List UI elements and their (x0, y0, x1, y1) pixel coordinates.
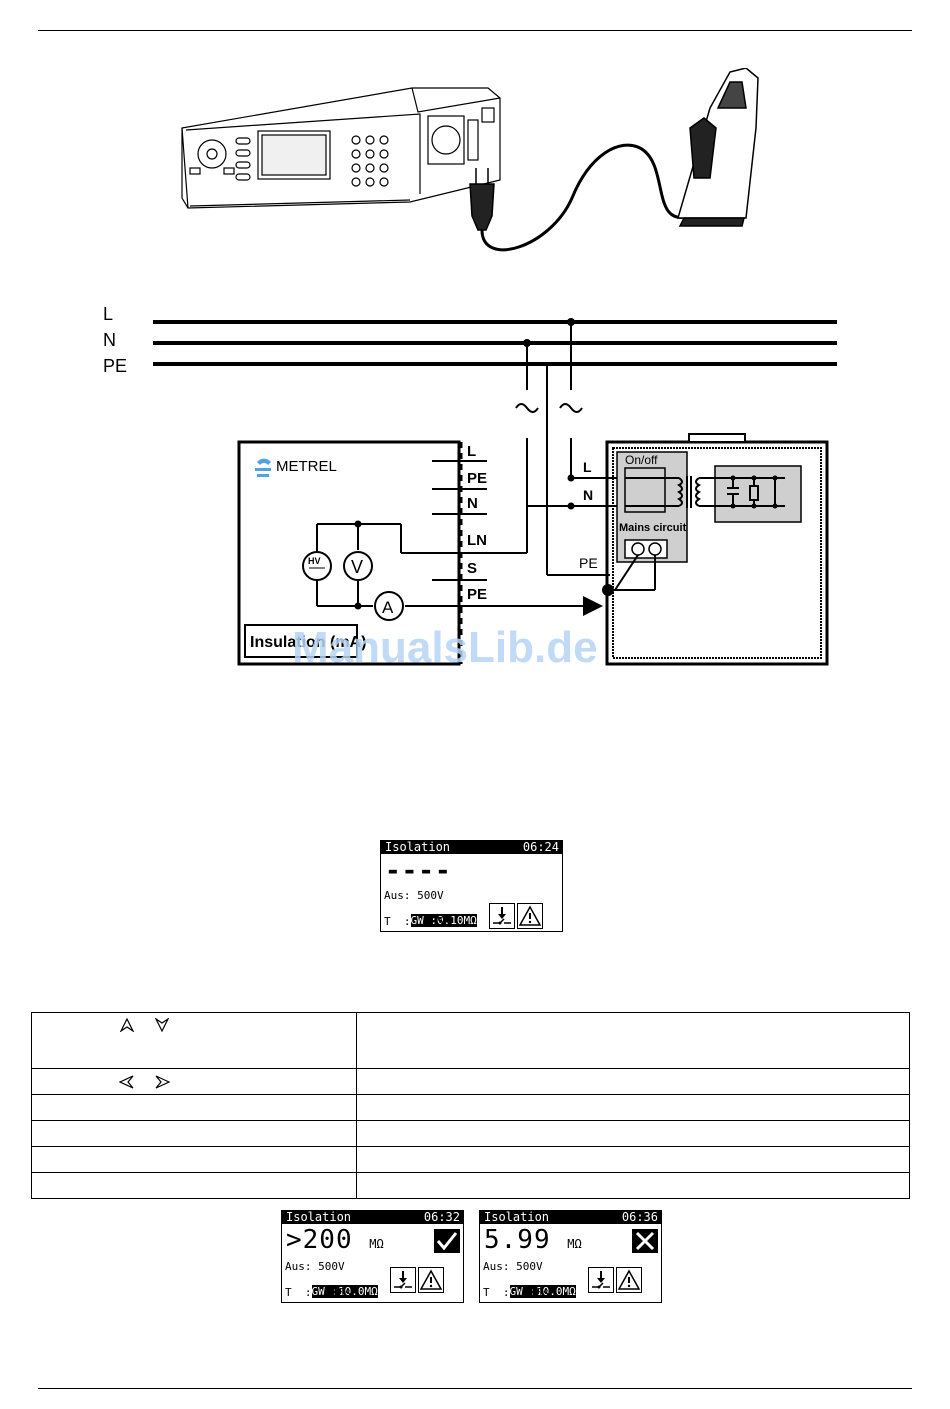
desc-cell (356, 1146, 910, 1173)
terminal-n: N (467, 495, 478, 512)
lcd-title: Isolation (385, 840, 451, 854)
iron-icon (677, 68, 759, 227)
ammeter-icon: A (374, 591, 404, 621)
line-label-pe: PE (103, 356, 127, 376)
terminal-l: L (467, 443, 476, 460)
table-row (31, 1172, 910, 1199)
table-row (31, 1120, 910, 1147)
desc-cell (356, 1094, 910, 1121)
lcd-value-row: 5.99 MΩ (484, 1226, 582, 1258)
bottom-rule (38, 1388, 912, 1389)
lcd-value: >200 (286, 1225, 353, 1255)
circuit-diagram: L N PE L N PE METREL L PE N LN (103, 304, 837, 672)
lcd-value: 5.99 (484, 1225, 551, 1255)
key-cell (31, 1120, 357, 1147)
cross-icon (632, 1229, 658, 1253)
lcd-limit-row: GW :0.10MΩ (384, 903, 477, 931)
line-label-n: N (103, 330, 116, 350)
key-function-table (31, 1012, 910, 1199)
device-label-l: L (583, 459, 592, 475)
line-label-l: L (103, 304, 113, 324)
arrow-head-icon (583, 596, 603, 616)
desc-cell (356, 1068, 910, 1095)
warning-icon (517, 903, 543, 929)
mode-label: Insulation (mA) (250, 634, 366, 651)
tester-instrument-icon (181, 87, 501, 209)
brand-name: METREL (276, 458, 337, 475)
lcd-title: Isolation (286, 1210, 352, 1224)
right-arrow-icon (155, 1075, 171, 1089)
lcd-clock: 06:36 (621, 1210, 658, 1224)
watermark: ManualsLib.de (292, 623, 598, 672)
lcd-value-row: >200 MΩ (286, 1226, 384, 1258)
down-arrow-icon (154, 1017, 170, 1033)
lcd-time: T : 10s (483, 1286, 550, 1299)
key-cell (31, 1012, 357, 1069)
lcd-clock: 06:24 (522, 840, 559, 854)
left-arrow-icon (118, 1075, 134, 1089)
device-label-n: N (583, 487, 593, 503)
lcd-unit: MΩ (567, 1237, 582, 1251)
terminal-ln: LN (467, 532, 487, 549)
terminal-pe-2: PE (467, 586, 487, 603)
warning-icon (616, 1267, 642, 1293)
svg-text:HV: HV (308, 556, 321, 566)
lcd-screen-idle: Isolation 06:24 ---- Aus: 500V GW :0.10M… (380, 840, 563, 932)
lcd-limit-label: GW : (311, 1285, 338, 1298)
voltmeter-icon: V (343, 551, 373, 581)
lcd-limit-value: 10.0MΩ (536, 1285, 576, 1298)
switch-label: On/off (625, 453, 658, 467)
probe-icon (390, 1267, 416, 1293)
warning-icon (418, 1267, 444, 1293)
checkmark-icon (434, 1229, 460, 1253)
lcd-time: T : 10s (285, 1286, 352, 1299)
metrel-logo-icon (255, 458, 271, 477)
desc-cell (356, 1120, 910, 1147)
table-row (31, 1094, 910, 1121)
probe-icon (588, 1267, 614, 1293)
lcd-value: ---- (385, 856, 452, 886)
lcd-screen-fail: Isolation 06:36 5.99 MΩ Aus: 500V GW :10… (479, 1210, 662, 1303)
lcd-voltage: Aus: 500V (384, 889, 444, 902)
lcd-title: Isolation (484, 1210, 550, 1224)
svg-text:A: A (382, 598, 394, 617)
desc-cell (356, 1012, 910, 1069)
terminal-s: S (467, 560, 477, 577)
lcd-title-bar: Isolation 06:36 (480, 1211, 661, 1224)
circuit-label: Mains circuit (619, 522, 687, 534)
key-cell (31, 1068, 357, 1095)
lcd-limit-value: 10.0MΩ (338, 1285, 378, 1298)
svg-text:V: V (351, 557, 363, 577)
lcd-limit-row: GW :10.0MΩ (285, 1274, 378, 1302)
table-row (31, 1012, 910, 1069)
plug-icon (469, 168, 495, 231)
lcd-limit-label: GW : (509, 1285, 536, 1298)
cable (480, 143, 691, 252)
lcd-clock: 06:32 (423, 1210, 460, 1224)
lcd-screen-pass: Isolation 06:32 >200 MΩ Aus: 500V GW :10… (281, 1210, 464, 1303)
key-cell (31, 1094, 357, 1121)
lcd-voltage: Aus: 500V (285, 1260, 345, 1273)
lcd-voltage: Aus: 500V (483, 1260, 543, 1273)
table-row (31, 1146, 910, 1173)
terminal-pe: PE (467, 470, 487, 487)
lcd-limit-row: GW :10.0MΩ (483, 1274, 576, 1302)
desc-cell (356, 1172, 910, 1199)
key-cell (31, 1146, 357, 1173)
lcd-unit: MΩ (369, 1237, 384, 1251)
lcd-limit-label: GW : (410, 914, 437, 927)
lcd-time: T : 5s (384, 915, 451, 928)
top-rule (38, 30, 912, 31)
device-illustration (181, 68, 759, 252)
probe-icon (489, 903, 515, 929)
table-row (31, 1068, 910, 1095)
lcd-title-bar: Isolation 06:24 (381, 841, 562, 854)
up-arrow-icon (119, 1017, 135, 1033)
lcd-limit-value: 0.10MΩ (437, 914, 477, 927)
key-cell (31, 1172, 357, 1199)
lcd-title-bar: Isolation 06:32 (282, 1211, 463, 1224)
hv-meter-icon: HV (302, 551, 332, 581)
device-label-pe: PE (579, 555, 598, 571)
